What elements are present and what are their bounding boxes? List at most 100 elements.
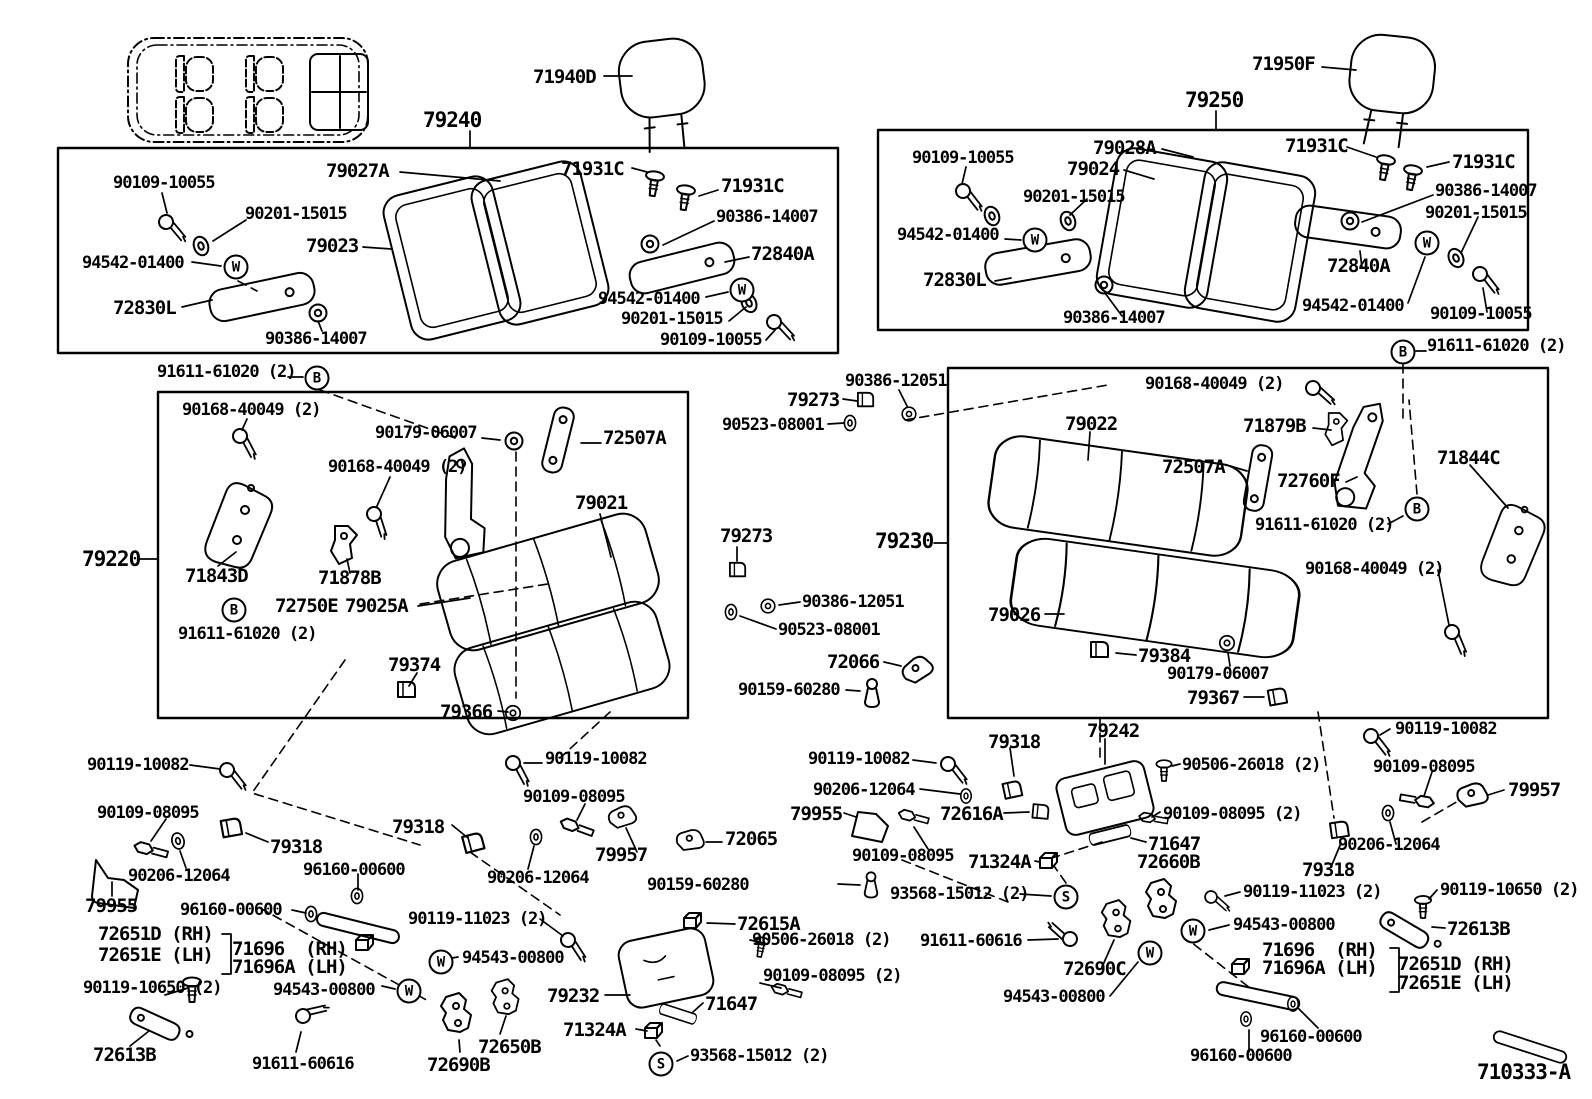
part-label-79232: 79232: [547, 985, 600, 1007]
part-label-79374: 79374: [388, 654, 441, 676]
part-label-90206-12064: 90206-12064: [1338, 835, 1441, 855]
callout-circle-s: S: [1053, 884, 1079, 910]
part-label-71931c: 71931C: [721, 175, 785, 197]
part-label-90109-08095: 90109-08095: [523, 787, 626, 807]
part-label-90119-10650-2: 90119-10650 (2): [83, 978, 223, 998]
part-label-90386-14007: 90386-14007: [1435, 181, 1538, 201]
callout-circle-w: W: [396, 978, 422, 1004]
part-label-90109-08095: 90109-08095: [1373, 757, 1476, 777]
part-label-96160-00600: 96160-00600: [1260, 1027, 1363, 1047]
callout-circle-w: W: [1137, 940, 1163, 966]
part-label-72651d-rh: 72651D (RH): [98, 923, 214, 945]
part-label-71940d: 71940D: [533, 66, 597, 88]
part-label-91611-61020-2: 91611-61020 (2): [1255, 515, 1395, 535]
part-label-90119-10082: 90119-10082: [87, 755, 190, 775]
part-label-90119-10650-2: 90119-10650 (2): [1440, 880, 1580, 900]
part-label-90523-08001: 90523-08001: [722, 415, 825, 435]
part-label-79318: 79318: [270, 836, 323, 858]
part-label-79028a: 79028A: [1093, 137, 1157, 159]
part-label-71696-rh: 71696 (RH): [232, 938, 348, 960]
part-label-79957: 79957: [1508, 779, 1561, 801]
part-label-79026: 79026: [988, 604, 1041, 626]
part-label-90168-40049-2: 90168-40049 (2): [182, 400, 322, 420]
part-label-79318: 79318: [988, 731, 1041, 753]
callout-circle-b: B: [1390, 339, 1416, 365]
part-label-90109-08095: 90109-08095: [852, 846, 955, 866]
part-label-90206-12064: 90206-12064: [487, 868, 590, 888]
part-label-71324a: 71324A: [563, 1019, 627, 1041]
part-label-72651e-lh: 72651E (LH): [98, 944, 214, 966]
part-label-90179-06007: 90179-06007: [375, 423, 478, 443]
part-label-72840a: 72840A: [1327, 255, 1391, 277]
part-label-90159-60280: 90159-60280: [647, 875, 750, 895]
part-label-94543-00800: 94543-00800: [273, 980, 376, 1000]
part-label-79318: 79318: [1302, 859, 1355, 881]
part-label-96160-00600: 96160-00600: [1190, 1046, 1293, 1066]
part-label-90201-15015: 90201-15015: [1023, 187, 1126, 207]
part-label-71696a-lh: 71696A (LH): [1262, 957, 1378, 979]
part-label-94543-00800: 94543-00800: [1003, 987, 1106, 1007]
part-label-90201-15015: 90201-15015: [621, 309, 724, 329]
part-label-90206-12064: 90206-12064: [813, 780, 916, 800]
part-label-91611-61020-2: 91611-61020 (2): [1427, 336, 1567, 356]
part-label-90206-12064: 90206-12064: [128, 866, 231, 886]
part-label-71647: 71647: [1148, 833, 1201, 855]
part-label-72651d-rh: 72651D (RH): [1398, 953, 1514, 975]
part-label-94542-01400: 94542-01400: [897, 225, 1000, 245]
callout-circle-w: W: [428, 949, 454, 975]
part-label-79230: 79230: [875, 529, 934, 553]
part-label-72613b: 72613B: [1447, 918, 1511, 940]
part-label-71931c: 71931C: [1452, 151, 1516, 173]
callout-circle-w: W: [1414, 230, 1440, 256]
part-label-90386-14007: 90386-14007: [1063, 308, 1166, 328]
part-label-90109-10055: 90109-10055: [1430, 304, 1533, 324]
part-label-72613b: 72613B: [93, 1044, 157, 1066]
part-label-72650b: 72650B: [478, 1036, 542, 1058]
part-label-79022: 79022: [1065, 413, 1118, 435]
part-label-71950f: 71950F: [1252, 53, 1316, 75]
part-label-90109-10055: 90109-10055: [660, 330, 763, 350]
part-label-93568-15012-2: 93568-15012 (2): [890, 884, 1030, 904]
part-label-90168-40049-2: 90168-40049 (2): [328, 457, 468, 477]
part-label-90386-12051: 90386-12051: [845, 371, 948, 391]
part-label-72690c: 72690C: [1063, 958, 1127, 980]
part-label-79242: 79242: [1087, 720, 1140, 742]
part-label-79021: 79021: [575, 492, 628, 514]
box-79240: [56, 146, 840, 355]
part-label-72065: 72065: [725, 828, 778, 850]
part-label-90119-11023-2: 90119-11023 (2): [408, 909, 548, 929]
callout-circle-w: W: [729, 277, 755, 303]
part-label-72750e: 72750E: [275, 595, 339, 617]
part-label-71647: 71647: [705, 993, 758, 1015]
part-label-90119-10082: 90119-10082: [1395, 719, 1498, 739]
part-label-90119-10082: 90119-10082: [808, 749, 911, 769]
part-label-90119-11023-2: 90119-11023 (2): [1243, 882, 1383, 902]
box-79250: [876, 128, 1530, 332]
bottom-right-center-hardware: [851, 753, 1235, 949]
part-label-71324a: 71324A: [968, 851, 1032, 873]
part-label-72690b: 72690B: [427, 1054, 491, 1076]
part-label-71843d: 71843D: [185, 565, 249, 587]
part-label-79957: 79957: [595, 844, 648, 866]
part-label-72616a: 72616A: [940, 803, 1004, 825]
part-label-90386-14007: 90386-14007: [265, 329, 368, 349]
part-label-79367: 79367: [1187, 687, 1240, 709]
part-label-72066: 72066: [827, 651, 880, 673]
part-label-71931c: 71931C: [561, 158, 625, 180]
callout-circle-b: B: [221, 597, 247, 623]
part-label-94543-00800: 94543-00800: [462, 948, 565, 968]
part-label-90119-10082: 90119-10082: [545, 749, 648, 769]
part-label-79250: 79250: [1185, 88, 1244, 112]
part-label-79366: 79366: [440, 701, 493, 723]
part-label-90201-15015: 90201-15015: [1425, 203, 1528, 223]
part-label-79025a: 79025A: [345, 595, 409, 617]
part-label-94542-01400: 94542-01400: [1302, 296, 1405, 316]
part-label-79318: 79318: [392, 816, 445, 838]
callout-circle-b: B: [1404, 496, 1430, 522]
part-label-91611-61020-2: 91611-61020 (2): [157, 362, 297, 382]
part-label-90168-40049-2: 90168-40049 (2): [1145, 374, 1285, 394]
part-label-79220: 79220: [82, 547, 141, 571]
